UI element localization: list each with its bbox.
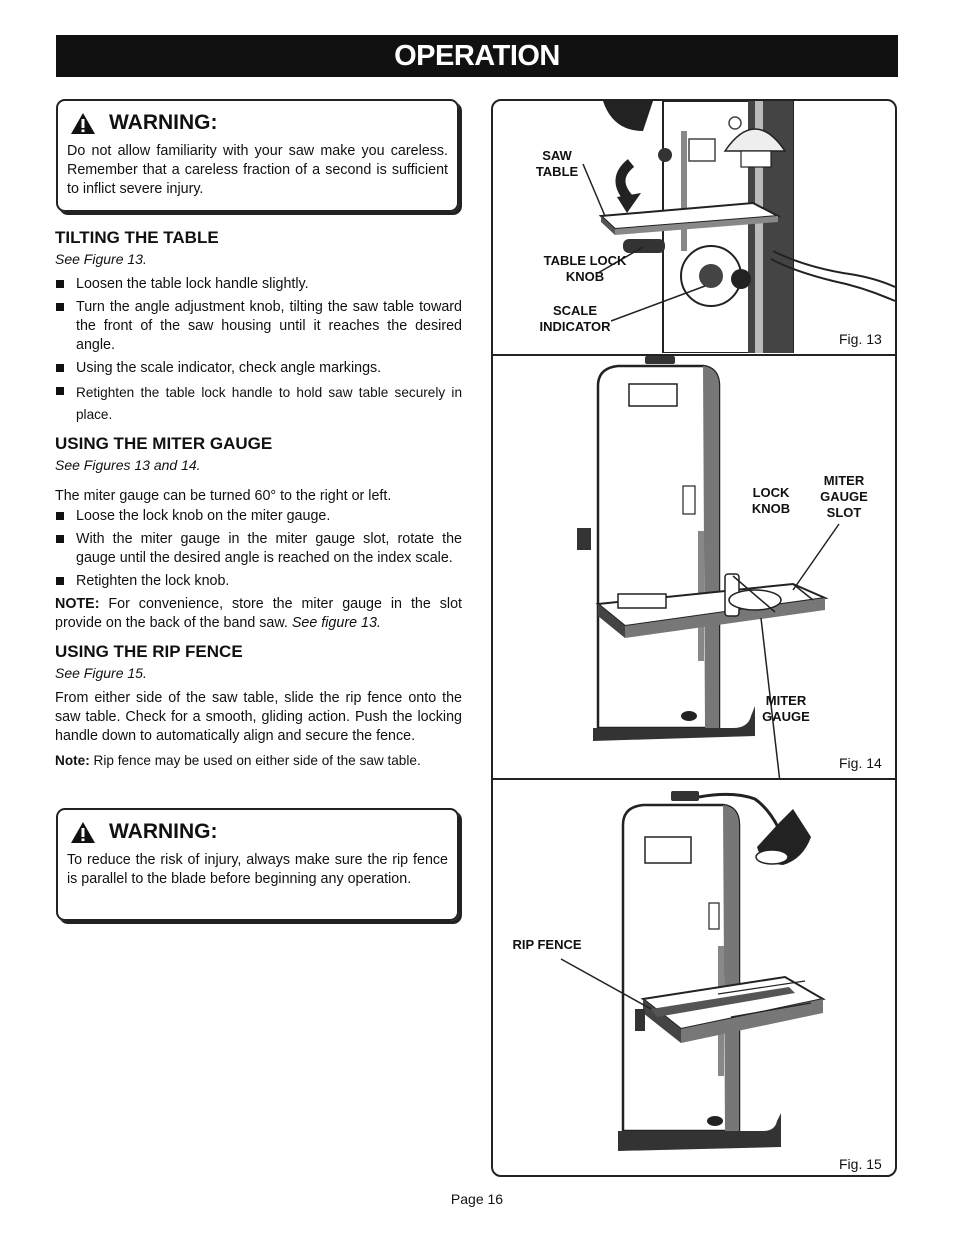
tilting-heading: TILTING THE TABLE	[55, 228, 219, 247]
callout-table-lock-knob: TABLE LOCK KNOB	[543, 253, 627, 284]
page-number: Page 16	[450, 1191, 504, 1207]
page-title: OPERATION	[56, 35, 898, 77]
tilting-steps: Loosen the table lock handle slightly. T…	[55, 275, 462, 426]
list-item: Loose the lock knob on the miter gauge.	[55, 507, 462, 526]
note-text: Rip fence may be used on either side of …	[89, 753, 421, 768]
warning-triangle-icon	[71, 821, 95, 843]
warning-box-rip-fence: WARNING: To reduce the risk of injury, a…	[56, 808, 459, 921]
list-item: Loosen the table lock handle slightly.	[55, 275, 462, 294]
figure-divider	[493, 778, 895, 780]
callout-saw-table: SAW TABLE	[535, 148, 579, 179]
miter-note: NOTE: For convenience, store the miter g…	[55, 595, 462, 633]
callout-miter-gauge-slot: MITER GAUGE SLOT	[820, 473, 868, 520]
miter-intro: The miter gauge can be turned 60° to the…	[55, 488, 392, 504]
warning-title: WARNING:	[109, 820, 218, 843]
figure-panel: SAW TABLE TABLE LOCK KNOB SCALE INDICATO…	[491, 99, 897, 1177]
warning-text: To reduce the risk of injury, always mak…	[67, 852, 448, 887]
callout-lock-knob: LOCK KNOB	[751, 485, 791, 516]
warning-header: WARNING:	[67, 820, 448, 844]
note-label: NOTE:	[55, 596, 100, 612]
list-item: Retighten the lock knob.	[55, 572, 462, 591]
callout-miter-gauge: MITER GAUGE	[762, 693, 810, 724]
fig15-label: Fig. 15	[839, 1156, 882, 1172]
miter-figure-ref: See Figures 13 and 14.	[55, 457, 201, 473]
callout-scale-indicator: SCALE INDICATOR	[539, 303, 611, 334]
fig13-illustration	[582, 101, 895, 353]
fig15-illustration	[560, 791, 826, 1151]
rip-figure-ref: See Figure 15.	[55, 665, 147, 681]
fig14-illustration	[577, 356, 840, 778]
tilting-figure-ref: See Figure 13.	[55, 251, 147, 267]
rip-body: From either side of the saw table, slide…	[55, 690, 462, 744]
figure-divider	[493, 354, 895, 356]
warning-title: WARNING:	[109, 111, 218, 134]
warning-triangle-icon	[71, 112, 95, 134]
rip-heading: USING THE RIP FENCE	[55, 642, 243, 661]
list-item: Retighten the table lock handle to hold …	[55, 382, 462, 426]
warning-box-familiarity: WARNING: Do not allow familiarity with y…	[56, 99, 459, 212]
warning-header: WARNING:	[67, 111, 448, 135]
miter-heading: USING THE MITER GAUGE	[55, 434, 273, 453]
note-figure-ref: See figure 13.	[291, 615, 381, 631]
warning-text: Do not allow familiarity with your saw m…	[67, 143, 448, 197]
text-column: TILTING THE TABLE See Figure 13. Loosen …	[55, 227, 462, 774]
fig14-label: Fig. 14	[839, 755, 882, 771]
callout-rip-fence: RIP FENCE	[512, 937, 582, 952]
fig13-label: Fig. 13	[839, 331, 882, 347]
rip-note: Note: Rip fence may be used on either si…	[55, 751, 462, 770]
list-item: Turn the angle adjustment knob, tilting …	[55, 298, 462, 355]
list-item: With the miter gauge in the miter gauge …	[55, 530, 462, 568]
note-text: For convenience, store the miter gauge i…	[55, 596, 462, 631]
list-item: Using the scale indicator, check angle m…	[55, 359, 462, 378]
note-label: Note:	[55, 753, 90, 768]
miter-steps: Loose the lock knob on the miter gauge. …	[55, 507, 462, 591]
